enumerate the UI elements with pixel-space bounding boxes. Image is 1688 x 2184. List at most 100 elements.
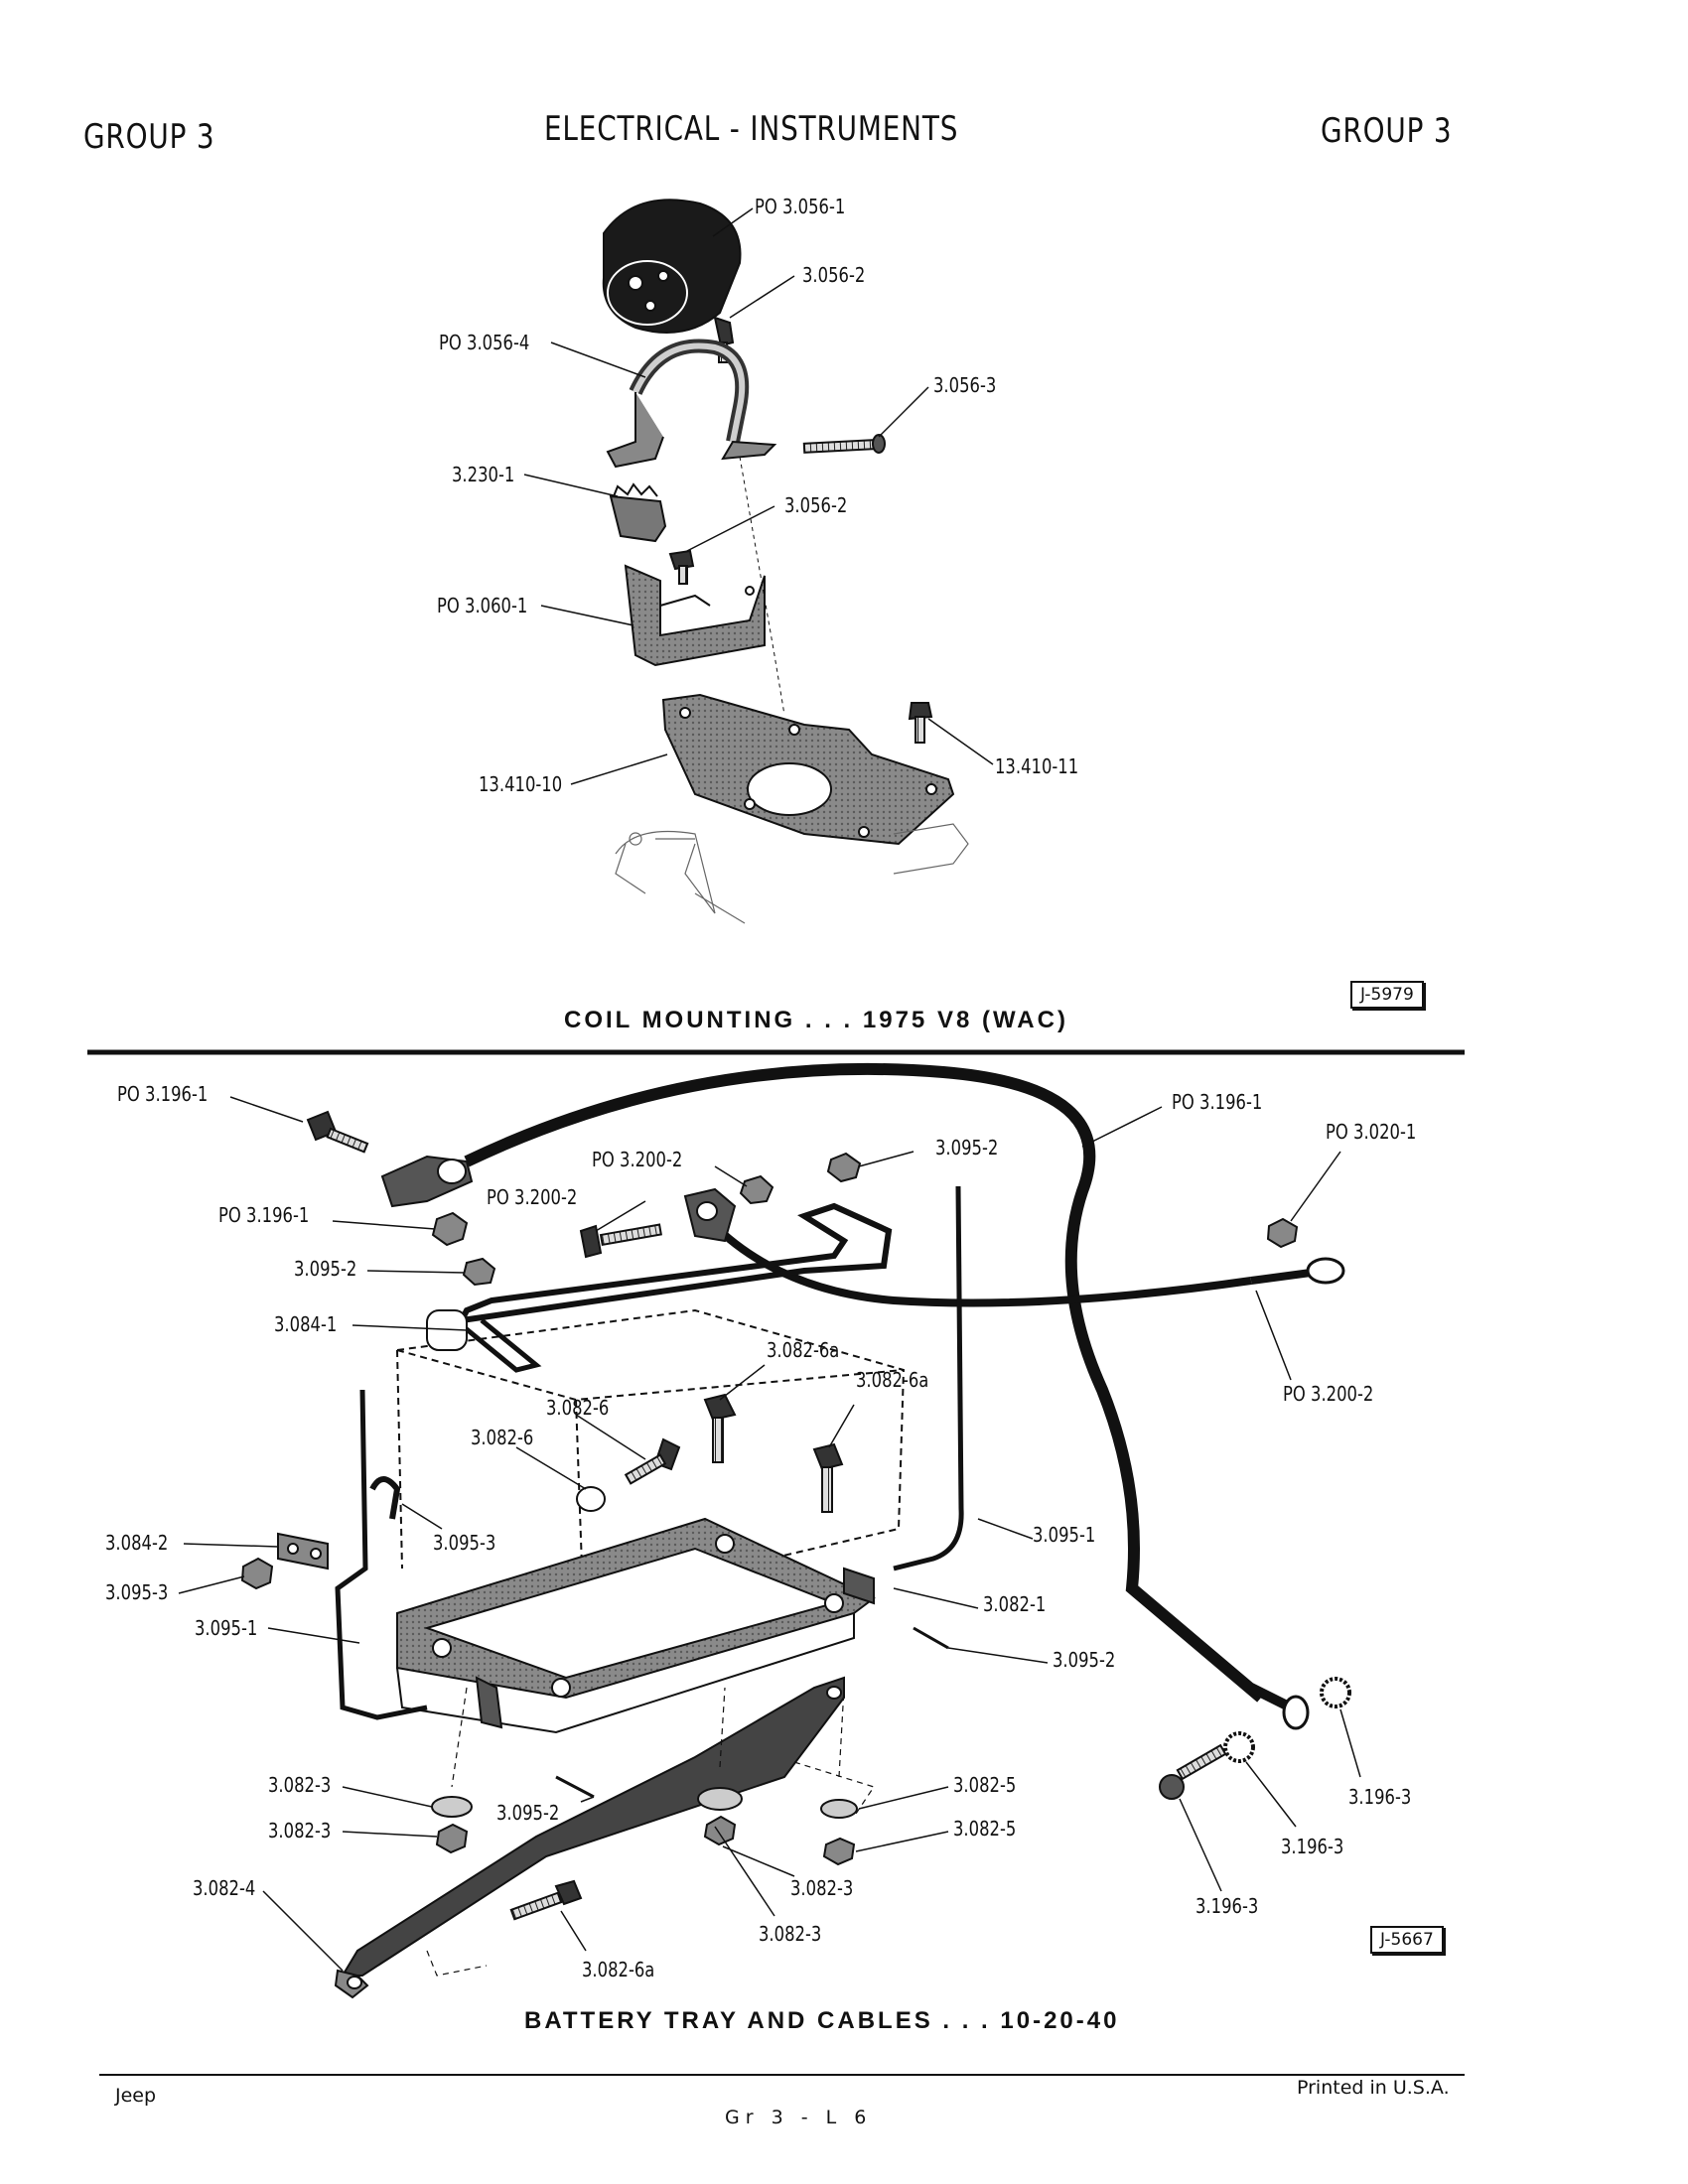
- part-label: 3.082-4: [193, 1876, 256, 1900]
- part-label: 3.196-3: [1196, 1894, 1259, 1918]
- part-label: PO 3.020-1: [1326, 1120, 1417, 1144]
- nut-3.082-3-a: [435, 1823, 469, 1854]
- part-label: PO 3.196-1: [117, 1082, 209, 1106]
- part-label: 3.082-5: [953, 1817, 1017, 1841]
- bolt-6a-2: [812, 1442, 844, 1513]
- group-label-left: GROUP 3: [83, 117, 215, 157]
- u-bolt: [369, 1476, 401, 1520]
- nut-3.095-left: [462, 1257, 496, 1287]
- part-label: 3.095-1: [1033, 1523, 1096, 1547]
- long-cable: [464, 1062, 1265, 1703]
- footer-brand: Jeep: [115, 2085, 157, 2107]
- plate-bolt: [908, 702, 933, 744]
- part-label: PO 3.060-1: [437, 594, 528, 617]
- figure-ref-j5667: J-5667: [1370, 1926, 1444, 1954]
- part-label: 3.095-2: [294, 1257, 357, 1281]
- page-title: ELECTRICAL - INSTRUMENTS: [544, 109, 959, 149]
- battery-caption: BATTERY TRAY AND CABLES . . . 10-20-40: [524, 2007, 1120, 2034]
- part-label: 3.082-1: [983, 1592, 1047, 1616]
- nut-upper: [431, 1211, 469, 1247]
- part-label: 3.095-2: [496, 1801, 560, 1825]
- part-label: 3.082-5: [953, 1773, 1017, 1797]
- screw-lower: [668, 549, 695, 585]
- part-label: 3.082-6a: [767, 1338, 840, 1362]
- part-label: PO 3.200-2: [592, 1148, 683, 1171]
- part-label: 3.095-3: [105, 1580, 169, 1604]
- coil-bracket: [624, 564, 766, 667]
- rod-right: [893, 1185, 964, 1571]
- guide-lines: [426, 1687, 875, 1977]
- cable-bolt-upper: [306, 1110, 369, 1154]
- part-label: 13.410-10: [479, 772, 563, 796]
- part-label: 3.082-6: [471, 1426, 534, 1449]
- mounting-plate: [661, 693, 955, 846]
- washer-3.082-6: [576, 1486, 606, 1512]
- battery-leader-lines: [178, 1096, 1361, 1972]
- ignition-coil: [602, 199, 742, 334]
- coil-assembly: [602, 199, 969, 924]
- clamp-plate: [277, 1532, 329, 1570]
- positive-cable-clamp: [683, 1187, 737, 1243]
- ground-bolt: [1159, 1743, 1227, 1800]
- nut-3.200: [739, 1174, 774, 1205]
- nut-3.095-3: [240, 1557, 274, 1590]
- part-label: 3.084-1: [274, 1312, 338, 1336]
- group-label-right: GROUP 3: [1321, 111, 1453, 151]
- part-label: PO 3.196-1: [1172, 1090, 1263, 1114]
- part-label: PO 3.200-2: [487, 1185, 578, 1209]
- terminal-bolt: [579, 1223, 662, 1259]
- bolt-6a-1: [703, 1393, 737, 1463]
- part-label: 3.082-6a: [856, 1368, 929, 1392]
- nut-3.082-3-b: [703, 1815, 737, 1846]
- part-label: 3.095-2: [935, 1136, 999, 1160]
- engine-outline: [615, 823, 969, 924]
- part-label: 3.095-3: [433, 1531, 496, 1555]
- lock-washer-1: [1223, 1731, 1255, 1763]
- battery-assembly: [240, 1062, 1351, 1999]
- hold-down-bar: [456, 1202, 893, 1373]
- washer-3.082-5: [820, 1799, 858, 1819]
- part-label: 3.082-3: [268, 1773, 332, 1797]
- part-label: PO 3.056-4: [439, 331, 530, 354]
- screw-long: [802, 434, 886, 454]
- battery-tray: [396, 1517, 876, 1734]
- part-label: 3.082-3: [759, 1922, 822, 1946]
- part-label: 3.196-3: [1348, 1785, 1412, 1809]
- nut-3.082-5: [822, 1837, 856, 1866]
- part-label: 3.082-6: [546, 1396, 610, 1420]
- part-label: 3.082-3: [790, 1876, 854, 1900]
- part-label: 13.410-11: [995, 754, 1079, 778]
- part-label: 3.196-3: [1281, 1835, 1344, 1858]
- washer-3.082-3-b: [697, 1787, 743, 1811]
- part-label: 3.095-1: [195, 1616, 258, 1640]
- nut-3.020: [1266, 1217, 1299, 1249]
- lock-washer-2: [1320, 1677, 1351, 1708]
- coil-caption: COIL MOUNTING . . . 1975 V8 (WAC): [564, 1007, 1068, 1033]
- footer-printed: Printed in U.S.A.: [1297, 2077, 1450, 2099]
- part-label: PO 3.196-1: [218, 1203, 310, 1227]
- cotter-pin-right: [913, 1626, 949, 1650]
- coil-clamp: [606, 339, 777, 469]
- part-label: PO 3.056-1: [755, 195, 846, 218]
- strap-bolt: [509, 1879, 583, 1921]
- support-strap: [334, 1676, 845, 1999]
- part-label: PO 3.200-2: [1283, 1382, 1374, 1406]
- washer-3.082-3-a: [431, 1796, 473, 1818]
- figure-ref-j5979: J-5979: [1350, 981, 1424, 1009]
- terminal-clip: [609, 482, 667, 543]
- nut-3.095-top: [826, 1152, 862, 1183]
- cotter-pin-left: [555, 1775, 595, 1799]
- part-label: 3.230-1: [452, 463, 515, 486]
- coil-leader-lines: [523, 207, 994, 785]
- positive-cable: [702, 1213, 1252, 1307]
- part-label: 3.082-3: [268, 1819, 332, 1843]
- part-label: 3.084-2: [105, 1531, 169, 1555]
- part-label: 3.056-2: [802, 263, 866, 287]
- part-label: 3.082-6a: [582, 1958, 655, 1981]
- part-label: 3.056-3: [933, 373, 997, 397]
- part-label: 3.095-2: [1053, 1648, 1116, 1672]
- tray-bracket: [475, 1567, 875, 1729]
- part-label: 3.056-2: [784, 493, 848, 517]
- footer-page-number: Gr 3 - L 6: [725, 2107, 873, 2128]
